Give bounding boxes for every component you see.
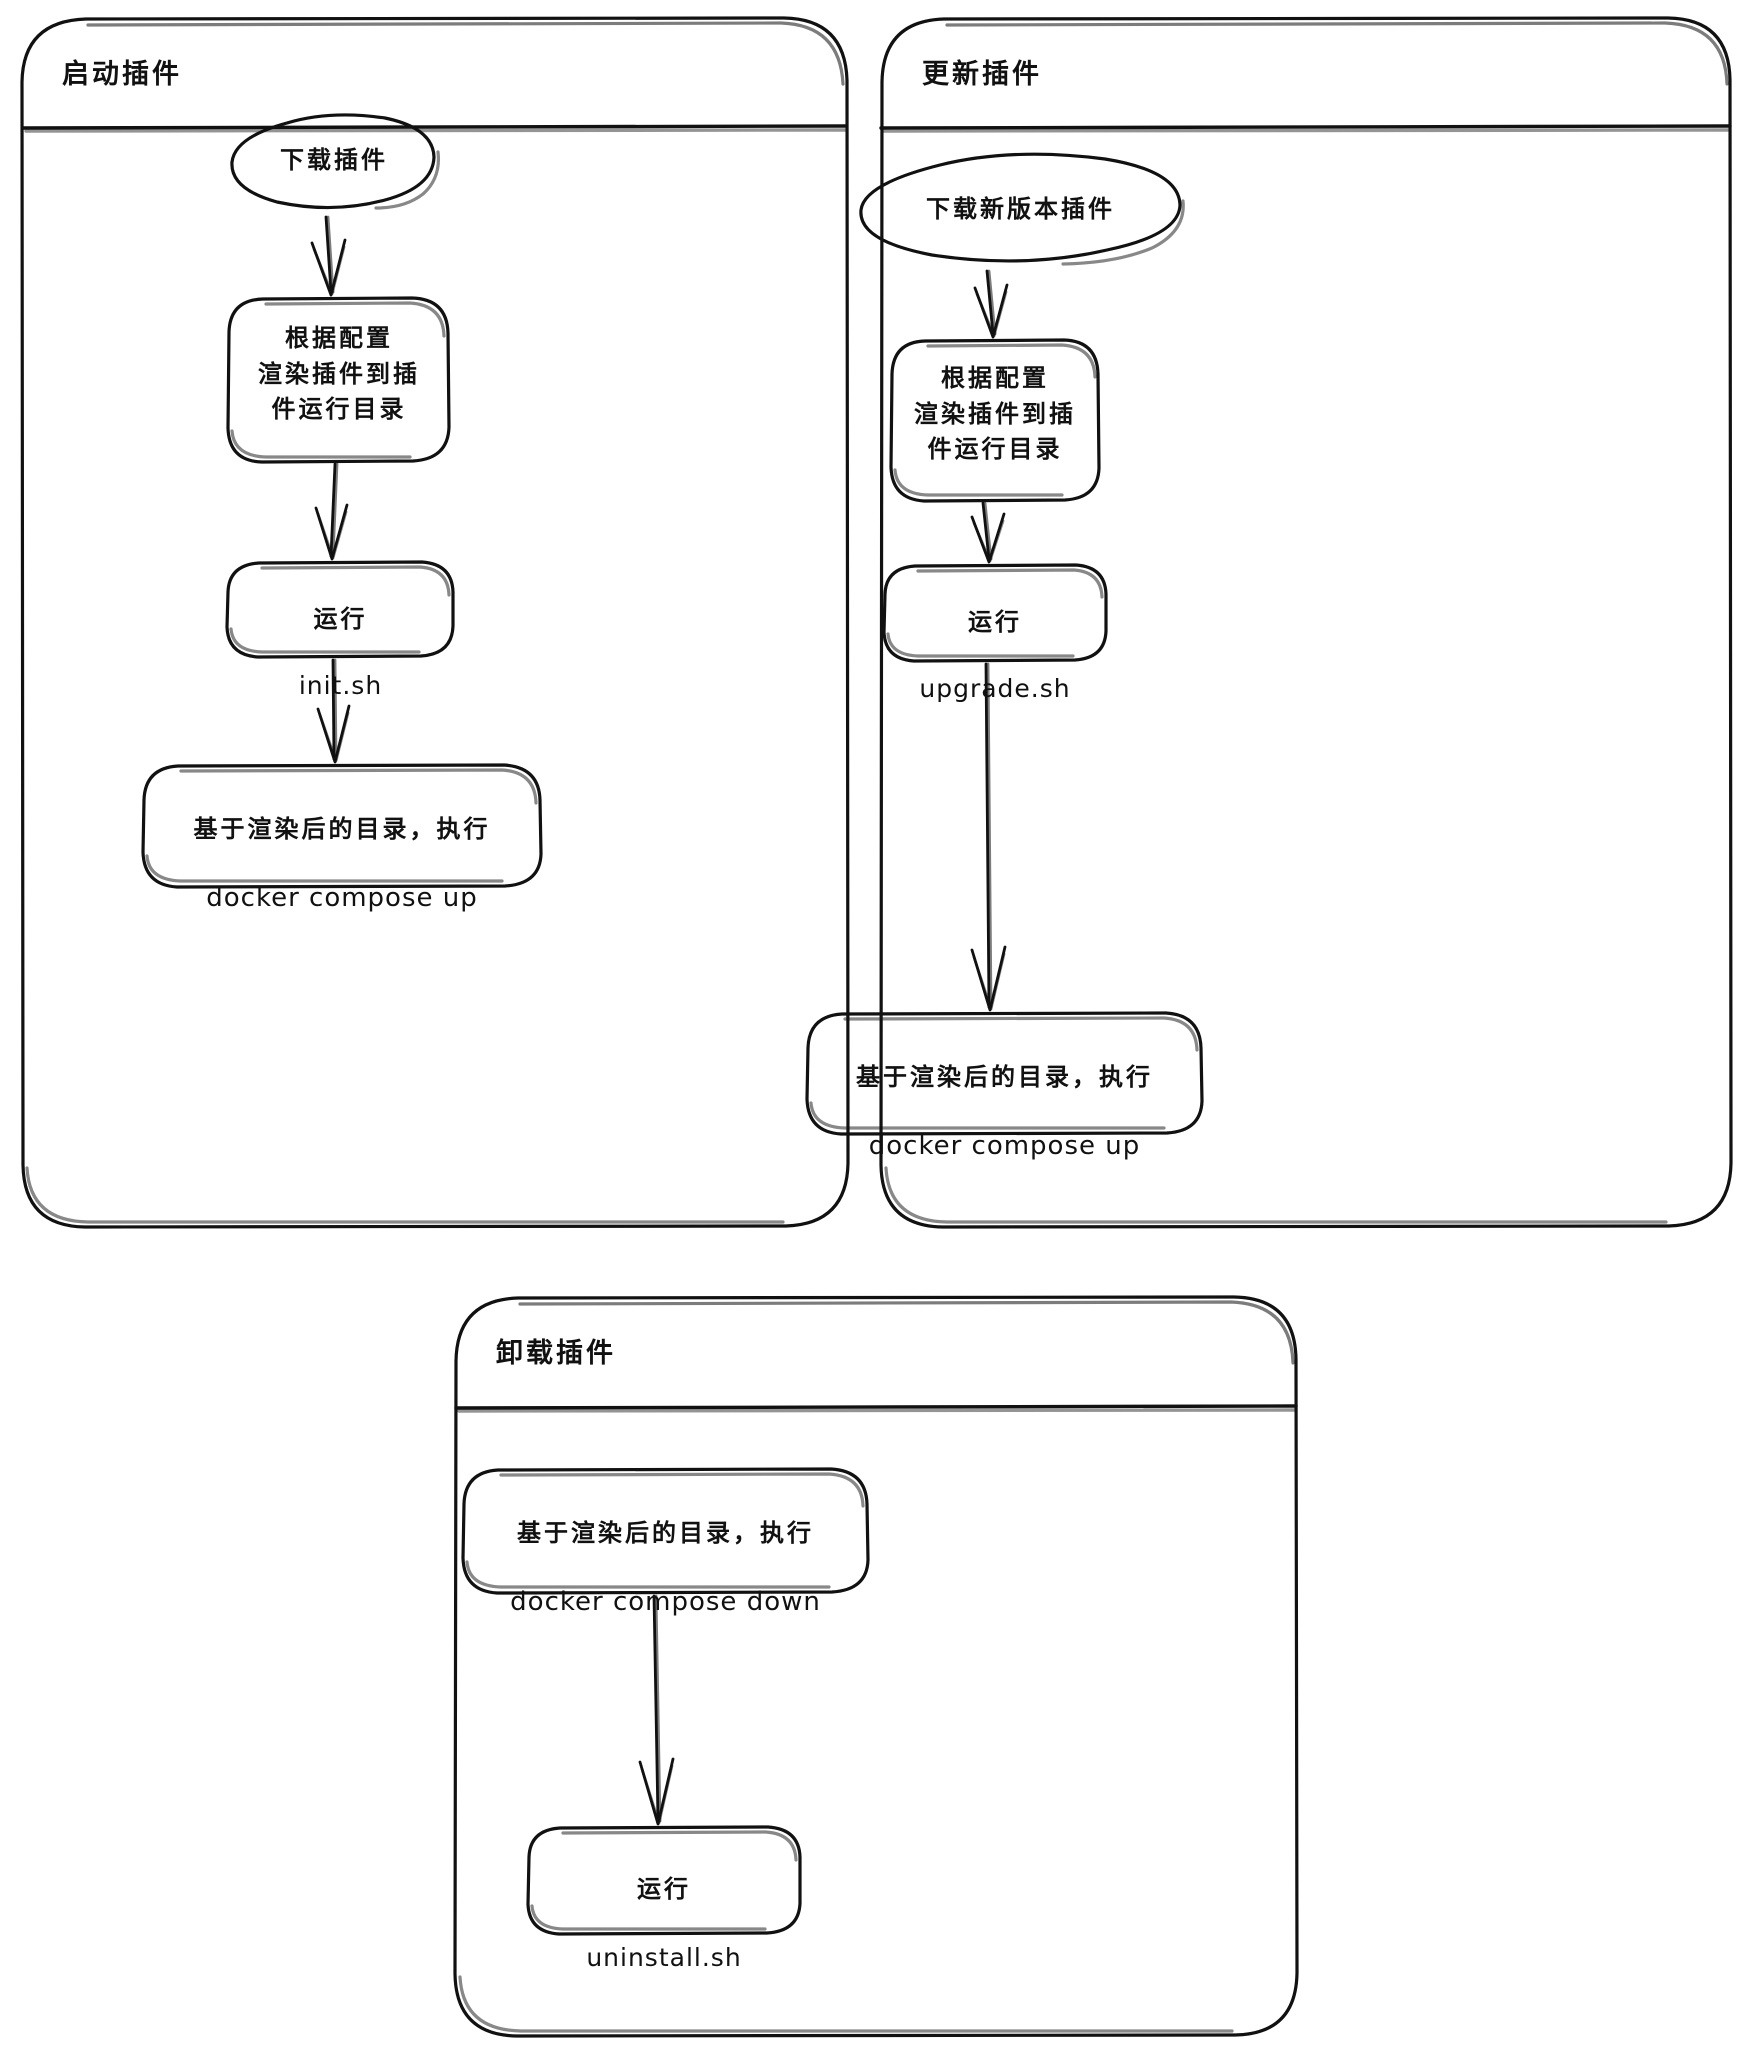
node-label-docker-compose-up: 基于渲染后的目录，执行 docker compose up xyxy=(143,788,541,941)
edge-compose-down-to-uninstall xyxy=(638,1594,675,1826)
node-label-run-upgrade-sh: 运行 upgrade.sh xyxy=(884,581,1106,731)
node-label-docker-compose-up-line2: docker compose up xyxy=(206,882,478,913)
node-run-uninstall-sh-shape xyxy=(526,1825,802,1936)
node-label-docker-compose-up-line1: 基于渲染后的目录，执行 xyxy=(193,814,491,843)
node-label-render-plugin-dir: 根据配置 渲染插件到插 件运行目录 xyxy=(258,324,420,424)
node-label-docker-compose-down: 基于渲染后的目录，执行 docker compose down xyxy=(463,1492,868,1645)
node-run-init-sh-shape xyxy=(225,560,455,659)
edge-download-new-to-render-2 xyxy=(973,269,1009,339)
node-label-render-plugin-dir-2: 根据配置 渲染插件到插 件运行目录 xyxy=(914,364,1076,464)
panel-uninstall-plugin-title-divider xyxy=(454,1404,1298,1413)
node-render-plugin-dir-shape xyxy=(226,296,451,464)
panel-title-update-plugin: 更新插件 xyxy=(922,59,1042,90)
edge-download-to-render xyxy=(310,215,347,297)
edge-render-2-to-upgrade xyxy=(970,501,1006,564)
node-label-docker-compose-down-line2: docker compose down xyxy=(510,1586,821,1617)
edge-render-to-init xyxy=(314,462,349,561)
node-label-run-uninstall-sh: 运行 uninstall.sh xyxy=(528,1848,800,2000)
node-label-run-init-sh-line2: init.sh xyxy=(298,670,383,700)
panel-start-plugin-title-divider xyxy=(21,124,848,133)
node-run-upgrade-sh-shape xyxy=(882,563,1108,663)
edge-upgrade-to-compose-up-2 xyxy=(970,662,1007,1012)
node-label-run-init-sh: 运行 init.sh xyxy=(227,578,454,728)
node-download-plugin-shape xyxy=(230,113,441,210)
node-render-plugin-dir-2-shape xyxy=(889,338,1101,503)
node-label-docker-compose-up-2: 基于渲染后的目录，执行 docker compose up xyxy=(807,1036,1202,1189)
node-label-run-upgrade-sh-line1: 运行 xyxy=(968,607,1022,636)
edge-init-to-compose-up xyxy=(316,658,351,764)
node-label-download-new-version: 下载新版本插件 xyxy=(926,195,1115,223)
node-label-run-uninstall-sh-line1: 运行 xyxy=(637,1874,691,1903)
node-label-docker-compose-down-line1: 基于渲染后的目录，执行 xyxy=(517,1518,814,1547)
node-docker-compose-up-shape xyxy=(141,763,543,889)
node-download-new-version-shape xyxy=(859,152,1185,266)
node-label-run-upgrade-sh-line2: upgrade.sh xyxy=(919,673,1071,703)
node-docker-compose-up-2-shape xyxy=(805,1011,1204,1136)
panel-title-start-plugin: 启动插件 xyxy=(62,59,182,90)
panel-start-plugin-frame xyxy=(20,16,850,1229)
node-label-download-plugin: 下载插件 xyxy=(280,146,388,174)
panel-title-uninstall-plugin: 卸载插件 xyxy=(496,1338,616,1369)
panel-uninstall-plugin-frame xyxy=(453,1295,1299,2038)
panel-update-plugin-frame xyxy=(879,16,1733,1229)
node-label-run-init-sh-line1: 运行 xyxy=(313,604,368,633)
node-label-docker-compose-up-2-line2: docker compose up xyxy=(868,1130,1141,1161)
node-docker-compose-down-shape xyxy=(461,1467,870,1595)
node-label-run-uninstall-sh-line2: uninstall.sh xyxy=(586,1942,742,1972)
node-label-docker-compose-up-2-line1: 基于渲染后的目录，执行 xyxy=(856,1062,1153,1091)
panel-update-plugin-title-divider xyxy=(879,124,1732,133)
